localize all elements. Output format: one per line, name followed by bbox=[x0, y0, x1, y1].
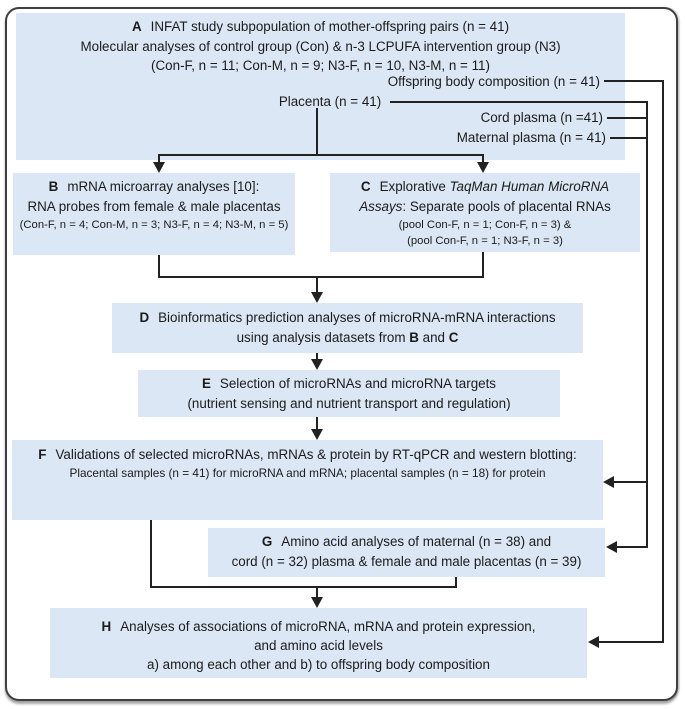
box-d-ref-c: C bbox=[448, 330, 459, 345]
arrowhead-into-b-icon bbox=[153, 162, 165, 173]
box-d-letter: D bbox=[139, 310, 150, 325]
box-g-letter: G bbox=[261, 534, 273, 549]
fg-merge-bar bbox=[150, 586, 457, 588]
f-merge-vline bbox=[150, 520, 152, 588]
c-merge-vline bbox=[482, 252, 484, 278]
arrow-into-h-line bbox=[597, 641, 664, 643]
box-f-line2: Placental samples (n = 41) for microRNA … bbox=[69, 466, 546, 480]
arrowhead-into-e-icon bbox=[311, 359, 323, 370]
box-g-line2: cord (n = 32) plasma & female and male p… bbox=[231, 554, 582, 569]
split-bar-to-b-and-c bbox=[158, 154, 484, 156]
box-c-line3: (pool Con-F, n = 1; Con-F, n = 3) & bbox=[398, 219, 572, 231]
box-e-letter: E bbox=[201, 376, 211, 391]
box-f-letter: F bbox=[38, 447, 47, 462]
d-to-e-vline bbox=[316, 353, 318, 361]
placenta-stem-vline bbox=[316, 108, 318, 156]
box-e-line2: (nutrient sensing and nutrient transport… bbox=[187, 396, 511, 411]
box-d-line2: using analysis datasets from B and C bbox=[236, 330, 459, 345]
placenta-connector-h bbox=[390, 101, 648, 103]
arrowhead-into-h-top-icon bbox=[311, 597, 323, 608]
arrow-into-g-line bbox=[615, 546, 648, 548]
box-h-line2: and amino acid levels bbox=[254, 638, 383, 653]
box-b-letter: B bbox=[48, 179, 59, 194]
bc-merge-bar bbox=[158, 276, 484, 278]
arrowhead-into-d-icon bbox=[311, 292, 323, 303]
offspring-connector-h bbox=[604, 80, 664, 82]
label-maternal-plasma: Maternal plasma (n = 41) bbox=[456, 130, 606, 145]
arrow-into-f-line bbox=[612, 481, 648, 483]
arrowhead-into-f-top-icon bbox=[311, 429, 323, 440]
split-stub-c bbox=[482, 154, 484, 163]
box-a-line2: Molecular analyses of control group (Con… bbox=[80, 38, 561, 54]
box-d-ref-b: B bbox=[409, 330, 419, 345]
e-to-f-vline bbox=[316, 417, 318, 431]
box-b-line2: RNA probes from female & male placentas bbox=[27, 199, 281, 214]
box-c-line4: (pool Con-F, n = 1; N3-F, n = 3) bbox=[407, 235, 563, 247]
box-h-letter: H bbox=[101, 619, 112, 634]
box-b-line3: (Con-F, n = 4; Con-M, n = 3; N3-F, n = 4… bbox=[19, 219, 289, 231]
box-c-line2: Assays: Separate pools of placental RNAs bbox=[359, 199, 611, 214]
b-merge-vline bbox=[158, 255, 160, 278]
label-cord-plasma: Cord plasma (n =41) bbox=[480, 110, 603, 125]
offspring-vline bbox=[662, 80, 664, 643]
arrowhead-into-c-icon bbox=[477, 162, 489, 173]
box-h-line3: a) among each other and b) to offspring … bbox=[147, 657, 490, 672]
placenta-samples-vline bbox=[646, 101, 648, 548]
box-a-line3: (Con-F, n = 11; Con-M, n = 9; N3-F, n = … bbox=[151, 58, 490, 73]
arrowhead-into-f-right-icon bbox=[603, 476, 614, 488]
label-offspring-body-composition: Offspring body composition (n = 41) bbox=[387, 74, 600, 89]
arrowhead-into-h-right-icon bbox=[588, 636, 599, 648]
box-a-letter: A bbox=[131, 19, 142, 34]
box-c-letter: C bbox=[360, 179, 371, 194]
fg-drop-vline bbox=[316, 586, 318, 599]
arrowhead-into-g-right-icon bbox=[606, 541, 617, 553]
cord-connector-h bbox=[607, 117, 648, 119]
bc-drop-vline bbox=[316, 276, 318, 294]
split-stub-b bbox=[158, 154, 160, 163]
label-placenta: Placenta (n = 41) bbox=[278, 94, 382, 109]
g-merge-vline bbox=[455, 577, 457, 588]
maternal-connector-h bbox=[610, 137, 648, 139]
